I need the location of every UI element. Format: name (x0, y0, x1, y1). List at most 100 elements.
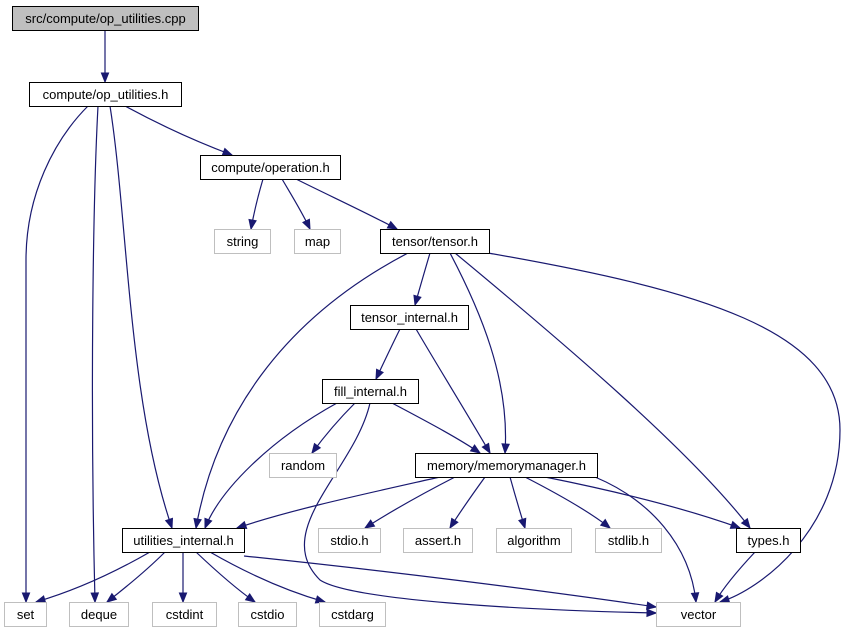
edge-tensor-h-to-types-h (454, 252, 751, 530)
edge-line (544, 476, 741, 529)
node-label: types.h (748, 533, 790, 548)
arrow-head (518, 517, 527, 530)
node-string[interactable]: string (214, 229, 271, 254)
node-label: random (281, 458, 325, 473)
arrow-head (21, 592, 31, 604)
edge-tensor-h-to-utilities-internal-h (193, 252, 409, 530)
node-box (350, 305, 469, 330)
edge-line (195, 551, 256, 603)
node-random[interactable]: random (269, 453, 337, 478)
node-box (269, 453, 337, 478)
arrow-head (729, 520, 742, 529)
arrow-head (449, 517, 459, 530)
node-set[interactable]: set (4, 602, 47, 627)
node-map[interactable]: map (294, 229, 341, 254)
edge-line (304, 402, 657, 614)
edge-utilities-internal-h-to-deque (105, 551, 166, 603)
node-cstdio[interactable]: cstdio (238, 602, 297, 627)
node-deque[interactable]: deque (69, 602, 129, 627)
node-assert-h[interactable]: assert.h (403, 528, 473, 553)
edge-types-h-to-vector (714, 551, 756, 604)
edge-op-utilities-h-to-utilities-internal-h (109, 105, 174, 530)
node-label: compute/operation.h (211, 160, 330, 175)
node-fill-internal-h[interactable]: fill_internal.h (322, 379, 419, 404)
node-label: tensor_internal.h (361, 310, 458, 325)
edge-line (236, 476, 441, 529)
node-box (69, 602, 129, 627)
edge-operation-h-to-string (248, 178, 264, 231)
node-label: compute/op_utilities.h (43, 87, 169, 102)
node-box (403, 528, 473, 553)
edge-line (35, 551, 151, 603)
node-label: map (305, 234, 330, 249)
node-box (736, 528, 801, 553)
arrow-head (178, 592, 188, 604)
node-cstdint[interactable]: cstdint (152, 602, 217, 627)
node-memorymanager-h[interactable]: memory/memorymanager.h (415, 453, 598, 478)
edge-line (714, 551, 756, 603)
node-label: cstdio (251, 607, 285, 622)
edge-line (243, 555, 657, 608)
edge-line (311, 402, 356, 454)
node-box (595, 528, 662, 553)
arrow-head (204, 517, 213, 530)
arrow-head (481, 442, 491, 455)
edge-op-utilities-cpp-to-op-utilities-h (100, 29, 110, 84)
node-tensor-internal-h[interactable]: tensor_internal.h (350, 305, 469, 330)
edge-line (391, 402, 481, 454)
node-algorithm[interactable]: algorithm (496, 528, 572, 553)
node-types-h[interactable]: types.h (736, 528, 801, 553)
arrow-head (645, 601, 658, 610)
edge-line (195, 252, 409, 529)
node-vector[interactable]: vector (656, 602, 741, 627)
arrow-head (248, 218, 257, 231)
edges-layer (21, 29, 841, 618)
arrow-head (501, 443, 510, 455)
node-stdlib-h[interactable]: stdlib.h (595, 528, 662, 553)
node-cstdarg[interactable]: cstdarg (319, 602, 386, 627)
node-box (12, 6, 199, 31)
node-label: tensor/tensor.h (392, 234, 478, 249)
node-label: src/compute/op_utilities.cpp (25, 11, 185, 26)
edge-line (364, 476, 456, 529)
node-tensor-h[interactable]: tensor/tensor.h (380, 229, 490, 254)
node-box (238, 602, 297, 627)
arrow-head (193, 517, 202, 530)
edge-op-utilities-h-to-deque (90, 105, 100, 604)
node-utilities-internal-h[interactable]: utilities_internal.h (122, 528, 245, 553)
node-box (214, 229, 271, 254)
node-label: stdio.h (330, 533, 368, 548)
node-op-utilities-h[interactable]: compute/op_utilities.h (29, 82, 182, 107)
arrow-head (375, 368, 384, 381)
edge-line (524, 476, 611, 529)
node-op-utilities-cpp[interactable]: src/compute/op_utilities.cpp (12, 6, 199, 31)
node-label: set (17, 607, 35, 622)
node-label: cstdarg (331, 607, 374, 622)
edge-tensor-h-to-vector (487, 252, 841, 604)
arrow-head (363, 519, 376, 529)
edge-utilities-internal-h-to-cstdio (195, 551, 257, 603)
arrow-head (690, 592, 700, 604)
edge-line (415, 328, 491, 454)
node-label: string (227, 234, 259, 249)
arrow-head (244, 592, 257, 603)
node-box (496, 528, 572, 553)
node-label: utilities_internal.h (133, 533, 233, 548)
edge-line (109, 105, 173, 529)
edge-line (209, 551, 326, 603)
edge-memorymanager-h-to-stdio-h (363, 476, 456, 529)
node-operation-h[interactable]: compute/operation.h (200, 155, 341, 180)
arrow-head (413, 294, 422, 307)
edge-fill-internal-h-to-utilities-internal-h (204, 402, 338, 530)
edge-memorymanager-h-to-utilities-internal-h (235, 476, 441, 530)
edge-op-utilities-h-to-set (21, 105, 89, 604)
edge-line (454, 252, 751, 529)
edge-line (487, 252, 841, 603)
edge-operation-h-to-map (281, 178, 311, 231)
arrow-head (314, 595, 327, 604)
edge-memorymanager-h-to-stdlib-h (524, 476, 612, 529)
edge-tensor-h-to-tensor-internal-h (413, 252, 431, 307)
node-stdio-h[interactable]: stdio.h (318, 528, 381, 553)
arrow-head (646, 608, 658, 618)
node-label: memory/memorymanager.h (427, 458, 586, 473)
